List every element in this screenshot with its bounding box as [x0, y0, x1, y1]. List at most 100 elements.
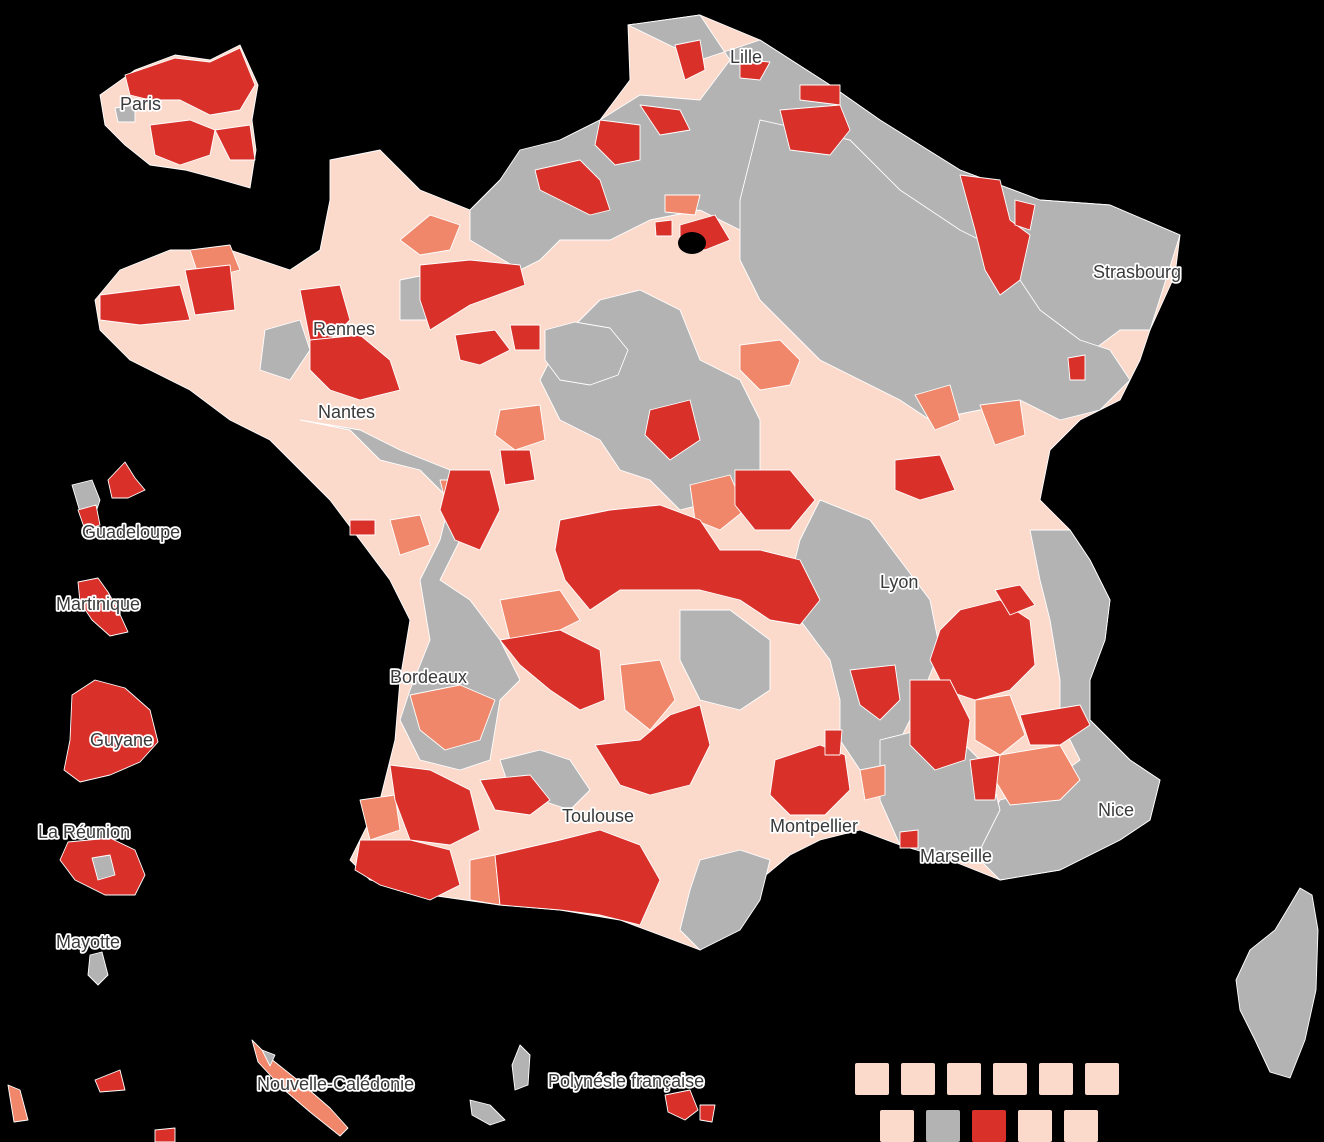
label-rennes: Rennes: [313, 319, 375, 339]
region-dark-maine[interactable]: [454, 329, 511, 366]
guyane[interactable]: [63, 679, 159, 783]
label-toulouse: Toulouse: [562, 806, 634, 826]
la-reunion-gray[interactable]: [91, 854, 116, 881]
region-dark-north-1[interactable]: [594, 119, 641, 166]
region-dark-lille[interactable]: [674, 39, 706, 81]
region-dark-north-2[interactable]: [639, 104, 691, 136]
region-dark-north-4[interactable]: [799, 84, 841, 106]
polynesie-gray-1[interactable]: [511, 1044, 531, 1091]
region-gray-loiret[interactable]: [544, 321, 629, 386]
paris-inset-dark-1[interactable]: [124, 47, 256, 116]
region-dark-rennes-2[interactable]: [309, 334, 401, 401]
guadeloupe-west-red[interactable]: [77, 504, 101, 531]
region-dark-brittany-2[interactable]: [99, 284, 191, 326]
region-dark-rennes[interactable]: [299, 284, 351, 341]
region-dark-var-edge[interactable]: [969, 754, 1001, 801]
region-medium-3[interactable]: [739, 339, 801, 391]
region-medium-11[interactable]: [409, 684, 496, 751]
region-dark-brittany-1[interactable]: [184, 264, 236, 316]
label-lyon: Lyon: [880, 572, 918, 592]
region-dark-gironde[interactable]: [389, 764, 481, 846]
region-dark-alsace[interactable]: [959, 174, 1031, 296]
corsica[interactable]: [1235, 887, 1319, 1079]
region-dark-burgundy[interactable]: [894, 454, 956, 501]
region-dark-limousin[interactable]: [499, 629, 606, 711]
legend-swatch-row2-1: [880, 1110, 914, 1142]
paris-inset-dark-3[interactable]: [214, 124, 256, 161]
region-medium-4[interactable]: [494, 404, 546, 451]
region-dark-ardeche[interactable]: [849, 664, 901, 721]
region-dark-normandy[interactable]: [534, 159, 611, 216]
region-dark-gard[interactable]: [769, 744, 851, 816]
region-dark-touraine[interactable]: [499, 449, 536, 486]
region-medium-6[interactable]: [979, 399, 1026, 446]
island-bottom-left-2[interactable]: [7, 1084, 29, 1123]
region-medium-1[interactable]: [399, 214, 461, 256]
legend-swatch-row2-2: [926, 1110, 960, 1142]
region-dark-landes[interactable]: [354, 839, 461, 901]
region-medium-7[interactable]: [689, 474, 746, 531]
polynesie-gray-2[interactable]: [469, 1099, 506, 1126]
paris-inset-dark-2[interactable]: [149, 119, 216, 166]
legend-swatch-row1-5: [1039, 1063, 1073, 1095]
legend-swatch-row2-5: [1064, 1110, 1098, 1142]
region-dark-bourges[interactable]: [644, 399, 701, 461]
region-dark-normandy-2[interactable]: [419, 259, 526, 331]
region-gray-languedoc[interactable]: [679, 849, 771, 951]
legend-swatch-row1-2: [901, 1063, 935, 1095]
region-dark-gers[interactable]: [479, 774, 551, 816]
region-medium-12[interactable]: [619, 659, 676, 731]
label-polynesie: Polynésie française: [548, 1071, 704, 1091]
region-dark-vendee-small[interactable]: [349, 519, 376, 536]
region-medium-5[interactable]: [914, 384, 961, 431]
label-nouvelle-caledonie: Nouvelle-Calédonie: [257, 1074, 414, 1094]
nouvelle-caledonie[interactable]: [251, 1039, 349, 1137]
region-dark-paris-small[interactable]: [654, 219, 673, 237]
legend: [855, 1063, 1119, 1142]
region-medium-15[interactable]: [359, 794, 401, 841]
mainland-france: [94, 14, 1181, 951]
legend-swatch-row1-6: [1085, 1063, 1119, 1095]
mayotte[interactable]: [87, 951, 109, 986]
nouvelle-caledonie-gray[interactable]: [261, 1049, 276, 1067]
label-mayotte: Mayotte: [56, 932, 120, 952]
polynesie-red-2[interactable]: [699, 1104, 716, 1123]
region-dark-gard-2[interactable]: [824, 729, 843, 756]
region-medium-18[interactable]: [859, 764, 886, 801]
region-dark-herault-small[interactable]: [899, 829, 919, 849]
region-dark-alsace-2[interactable]: [1014, 199, 1036, 231]
label-lille: Lille: [730, 47, 762, 67]
label-guadeloupe: Guadeloupe: [82, 522, 180, 542]
region-dark-north-3[interactable]: [779, 104, 851, 156]
region-dark-doubs[interactable]: [1067, 354, 1086, 381]
region-dark-pyrenees[interactable]: [494, 829, 661, 926]
island-bottom-left-1[interactable]: [94, 1069, 126, 1093]
region-gray-brittany[interactable]: [259, 319, 311, 381]
region-medium-17[interactable]: [389, 514, 431, 556]
label-marseille: Marseille: [920, 846, 992, 866]
region-dark-drome[interactable]: [909, 679, 971, 771]
region-dark-alps-2[interactable]: [994, 584, 1036, 616]
paris-inset-gray[interactable]: [114, 104, 136, 123]
label-nantes: Nantes: [318, 402, 375, 422]
region-dark-center-big[interactable]: [554, 504, 821, 626]
region-gray-auvergne[interactable]: [679, 609, 771, 711]
martinique[interactable]: [77, 577, 129, 637]
overseas-territories: [7, 461, 716, 1142]
region-dark-aveyron[interactable]: [594, 704, 711, 796]
region-medium-13[interactable]: [974, 694, 1026, 756]
region-dark-hautes-alpes[interactable]: [1019, 704, 1091, 746]
region-medium-19[interactable]: [664, 194, 701, 216]
polynesie-red[interactable]: [664, 1089, 699, 1121]
legend-swatch-row2-4: [1018, 1110, 1052, 1142]
region-dark-north-5[interactable]: [739, 59, 771, 81]
region-dark-poitou[interactable]: [439, 469, 501, 551]
region-gray-alps[interactable]: [969, 529, 1161, 881]
legend-swatch-row1-4: [993, 1063, 1027, 1095]
legend-swatch-row2-3: [972, 1110, 1006, 1142]
region-dark-maine-2[interactable]: [509, 324, 541, 351]
guadeloupe-east[interactable]: [107, 461, 146, 499]
island-bottom-left-3[interactable]: [154, 1127, 176, 1142]
region-dark-nievre[interactable]: [734, 469, 816, 531]
